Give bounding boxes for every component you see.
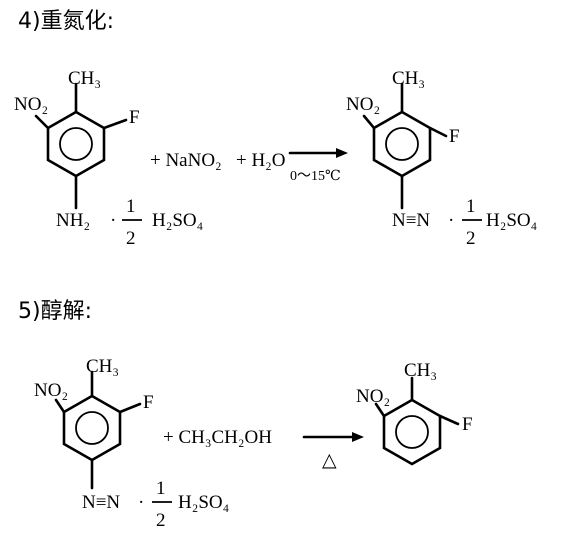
reagent-ethanol: + CH₃CH₂OH	[163, 427, 272, 448]
arrow-head	[352, 432, 364, 442]
section-5-heading: 5)醇解:	[18, 299, 92, 324]
dot-label: ·	[110, 210, 116, 231]
nitro-label: NO₂	[356, 386, 390, 407]
benzene-ring	[46, 110, 106, 178]
dot-label: ·	[448, 210, 454, 231]
nitro-bond	[362, 114, 376, 130]
fraction-denominator: 2	[156, 510, 166, 531]
fluoro-bond	[438, 414, 460, 426]
benzene-ring	[372, 110, 432, 178]
reagent-water: + H₂O	[236, 150, 286, 171]
reagent-sodium-nitrite: + NaNO₂	[150, 150, 222, 171]
aromatic-circle	[395, 415, 429, 449]
reaction-arrow-1	[288, 148, 348, 158]
nitro-label: NO₂	[14, 94, 48, 115]
nitro-bond	[54, 398, 66, 414]
nitro-label: NO₂	[34, 380, 68, 401]
sulfuric-acid-label: H₂SO₄	[152, 210, 203, 231]
benzene-ring	[62, 394, 122, 462]
methyl-label: CH₃	[404, 360, 437, 381]
diazonium-label: N≡N	[82, 492, 120, 513]
methyl-label: CH₃	[86, 356, 119, 377]
molecule-product: CH₃ NO₂ F	[356, 360, 473, 466]
temperature-condition: 0～15℃	[290, 169, 341, 184]
amino-label: NH₂	[56, 210, 90, 231]
aromatic-circle	[385, 127, 419, 161]
nitro-bond	[374, 402, 386, 418]
reaction-arrow-2	[302, 432, 364, 442]
benzene-ring	[382, 398, 442, 466]
fraction-denominator: 2	[126, 228, 136, 249]
section-4-heading: 4)重氮化:	[18, 9, 114, 34]
molecule-diazonium-reactant: CH₃ NO₂ F N≡N · 1 2 H₂SO₄	[34, 356, 229, 531]
diazonium-label: N≡N	[392, 210, 430, 231]
arrow-head	[336, 148, 348, 158]
fraction-numerator: 1	[126, 196, 136, 217]
fluoro-label: F	[143, 392, 154, 413]
heat-condition: △	[322, 450, 337, 471]
aromatic-circle	[59, 127, 93, 161]
aromatic-circle	[75, 411, 109, 445]
molecule-amine-salt: CH₃ NO₂ F NH₂ · 1 2 H₂SO₄	[14, 68, 203, 249]
fluoro-bond	[102, 118, 128, 130]
fluoro-label: F	[449, 126, 460, 147]
fluoro-label: F	[462, 414, 473, 435]
methyl-label: CH₃	[68, 68, 101, 89]
nitro-label: NO₂	[346, 94, 380, 115]
nitro-bond	[34, 114, 50, 130]
sulfuric-acid-label: H₂SO₄	[486, 210, 537, 231]
fluoro-bond	[428, 126, 448, 138]
sulfuric-acid-label: H₂SO₄	[178, 492, 229, 513]
methyl-label: CH₃	[392, 68, 425, 89]
fraction-numerator: 1	[156, 478, 166, 499]
molecule-diazonium-salt: CH₃ NO₂ F N≡N · 1 2 H₂SO₄	[346, 68, 537, 249]
dot-label: ·	[138, 492, 144, 513]
fraction-denominator: 2	[466, 228, 476, 249]
fluoro-label: F	[129, 107, 140, 128]
fluoro-bond	[118, 402, 142, 414]
fraction-numerator: 1	[466, 196, 476, 217]
